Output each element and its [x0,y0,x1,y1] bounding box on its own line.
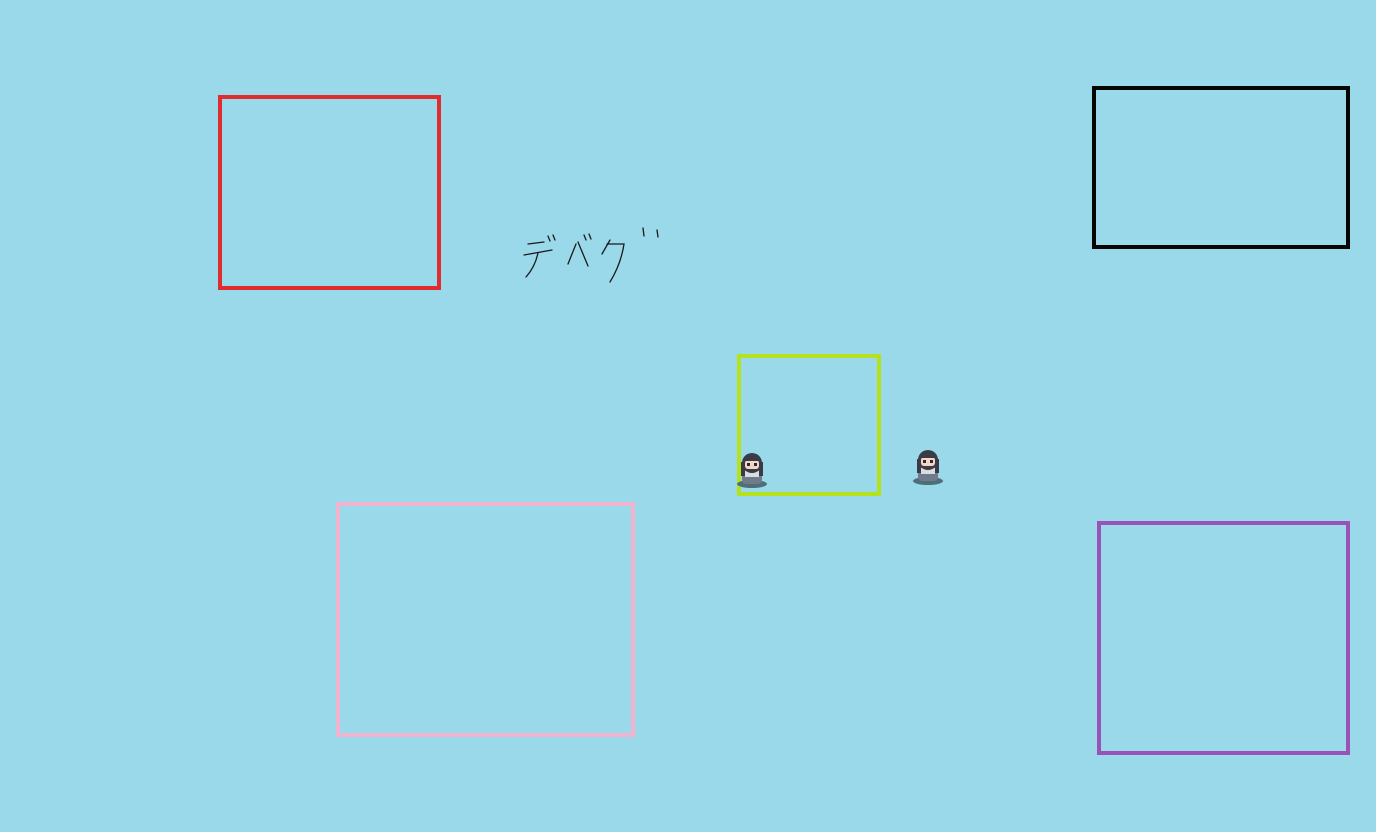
character-sprite[interactable] [734,450,770,490]
character-sprite[interactable] [910,447,946,487]
debug-label-handwritten [518,222,668,286]
zone-lime-area[interactable] [737,354,881,496]
zone-pink-area[interactable] [336,502,635,737]
debug-label-drawing [523,227,659,283]
zone-red-area[interactable] [218,95,441,290]
zone-purple-area[interactable] [1097,521,1350,755]
chibi-girl-character-icon [913,450,943,485]
zone-black-area[interactable] [1092,86,1350,249]
chibi-girl-character-icon [737,453,767,488]
